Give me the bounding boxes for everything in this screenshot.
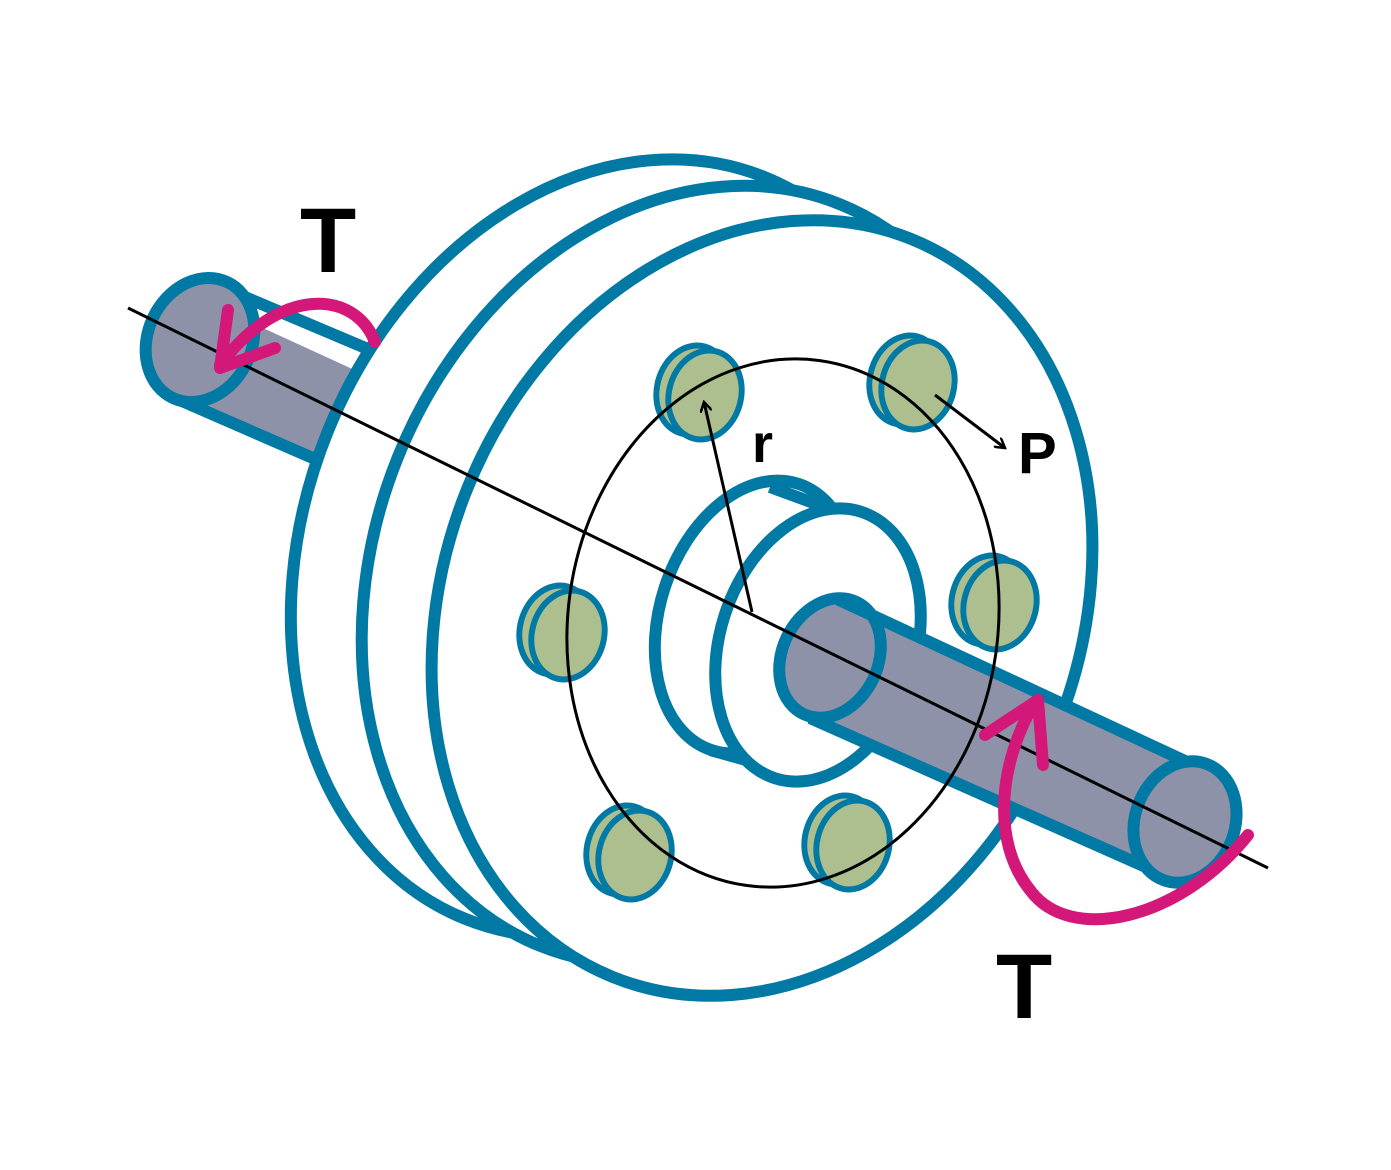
bolt-circle	[565, 357, 1001, 889]
bolt	[866, 332, 958, 433]
radius-arrow	[704, 402, 754, 613]
bolt	[801, 792, 893, 893]
bolt	[583, 802, 675, 903]
torque-label-right: T	[996, 936, 1052, 1038]
shaft-axis-line	[127, 306, 1269, 870]
torque-label-left: T	[300, 190, 356, 292]
force-arrow	[934, 393, 1005, 448]
bolts	[516, 332, 1040, 903]
torque-arrow-left	[214, 297, 381, 374]
radius-label: r	[752, 414, 773, 474]
right-shaft	[773, 592, 1243, 889]
torque-arrow-right	[979, 694, 1254, 926]
force-label: P	[1018, 421, 1057, 486]
